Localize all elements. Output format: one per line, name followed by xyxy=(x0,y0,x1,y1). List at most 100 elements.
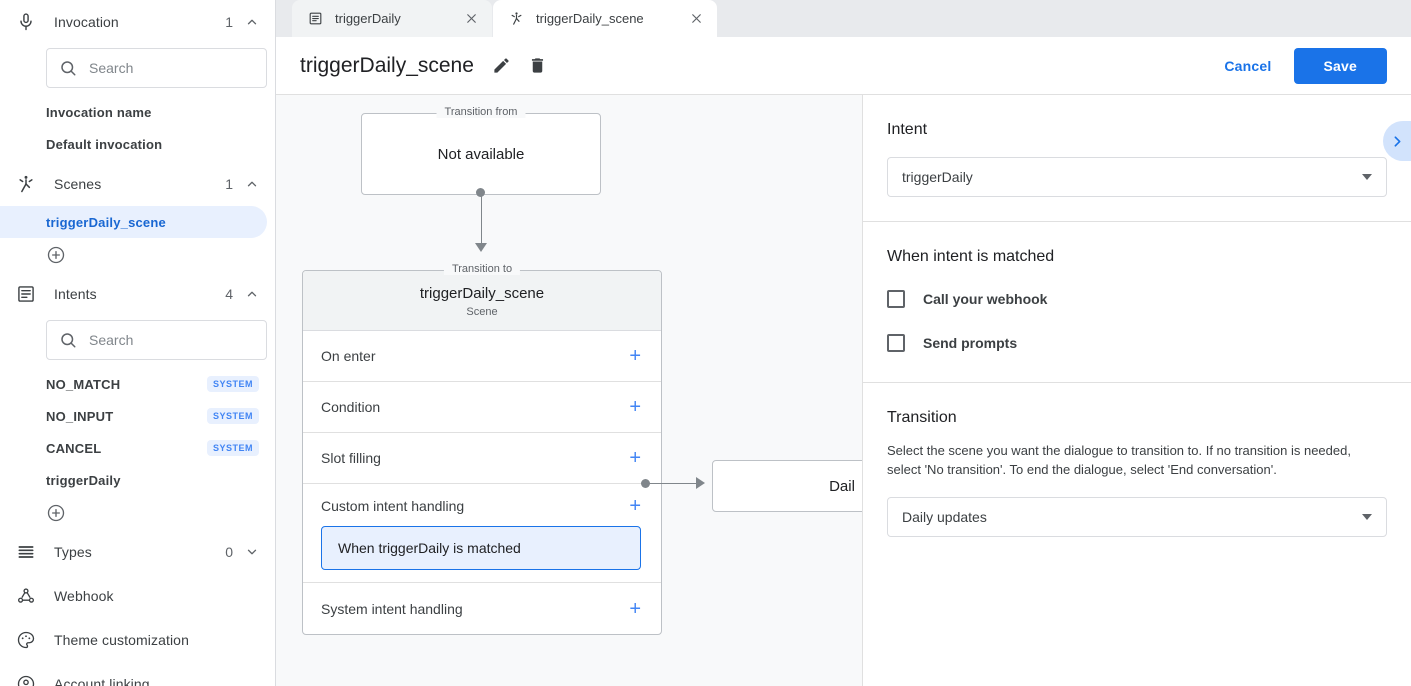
edge-handler-dot xyxy=(641,479,650,488)
intent-select[interactable]: triggerDaily xyxy=(887,157,1387,197)
chevron-right-icon[interactable] xyxy=(1383,121,1411,161)
sidebar-group-label: Types xyxy=(54,544,92,560)
sidebar-item-label: triggerDaily_scene xyxy=(46,214,166,230)
checkbox-call-your-webhook[interactable]: Call your webhook xyxy=(887,284,1387,314)
chevron-down-icon xyxy=(1362,514,1372,520)
search-icon xyxy=(59,331,77,349)
close-icon[interactable] xyxy=(689,11,705,27)
plus-circle-icon xyxy=(46,245,66,265)
intents-search-wrap xyxy=(0,316,275,368)
transition-from-node[interactable]: Transition from Not available xyxy=(361,106,601,195)
invocation-search-box[interactable] xyxy=(46,48,267,88)
transition-select-value: Daily updates xyxy=(902,509,987,525)
checkbox-send-prompts[interactable]: Send prompts xyxy=(887,328,1387,358)
intents-search-box[interactable] xyxy=(46,320,267,360)
scene-icon xyxy=(509,11,525,27)
checkbox-label: Call your webhook xyxy=(923,291,1048,307)
checkbox-box[interactable] xyxy=(887,334,905,352)
sidebar-item-label: NO_MATCH xyxy=(46,376,121,392)
scene-row-custom-intent-handling[interactable]: Custom intent handling + When triggerDai… xyxy=(303,484,661,583)
cancel-button[interactable]: Cancel xyxy=(1210,49,1285,83)
transition-target-value: Dail xyxy=(829,477,855,495)
sidebar-group-label: Invocation xyxy=(54,14,119,30)
intent-handler-chip[interactable]: When triggerDaily is matched xyxy=(321,526,641,570)
scene-row-header: Custom intent handling + xyxy=(321,496,641,516)
sidebar-group-count: 1 xyxy=(225,14,233,30)
panel-section-transition: Transition Select the scene you want the… xyxy=(863,383,1411,561)
intents-icon xyxy=(14,282,38,306)
sidebar-group-intents[interactable]: Intents 4 xyxy=(0,272,275,316)
status-badge: SYSTEM xyxy=(206,440,259,456)
sidebar-item-triggerDaily_scene[interactable]: triggerDaily_scene xyxy=(0,206,267,238)
sidebar-item-no-match[interactable]: NO_MATCH SYSTEM xyxy=(0,368,275,400)
when-matched-heading: When intent is matched xyxy=(887,248,1055,265)
checkbox-label: Send prompts xyxy=(923,335,1018,351)
chevron-down-icon xyxy=(1362,174,1372,180)
transition-to-legend: Transition to xyxy=(443,263,521,275)
tab-triggerDaily[interactable]: triggerDaily xyxy=(292,0,492,37)
sidebar-group-types[interactable]: Types 0 xyxy=(0,530,275,574)
add-slot-filling-button[interactable]: + xyxy=(629,447,641,469)
add-condition-button[interactable]: + xyxy=(629,396,641,418)
tab-label: triggerDaily_scene xyxy=(536,11,644,26)
pencil-icon[interactable] xyxy=(488,52,516,80)
sidebar-item-default-invocation[interactable]: Default invocation xyxy=(0,128,275,160)
sidebar-item-label: Default invocation xyxy=(46,136,163,152)
trash-icon[interactable] xyxy=(524,52,552,80)
sidebar-item-cancel[interactable]: CANCEL SYSTEM xyxy=(0,432,275,464)
add-intent-button[interactable] xyxy=(0,496,275,530)
transition-target-node[interactable]: Tr Dail xyxy=(712,460,862,512)
sidebar-group-label: Scenes xyxy=(54,176,102,192)
scene-canvas[interactable]: Transition from Not available Transition… xyxy=(276,95,862,686)
checkbox-box[interactable] xyxy=(887,290,905,308)
close-icon[interactable] xyxy=(464,11,480,27)
transition-select[interactable]: Daily updates xyxy=(887,497,1387,537)
sidebar-item-no-input[interactable]: NO_INPUT SYSTEM xyxy=(0,400,275,432)
scene-node-subtitle: Scene xyxy=(466,306,498,318)
sidebar-item-account-linking[interactable]: Account linking xyxy=(0,662,275,686)
transition-heading: Transition xyxy=(887,409,957,426)
chevron-up-icon[interactable] xyxy=(245,287,259,301)
chevron-up-icon[interactable] xyxy=(245,15,259,29)
sidebar-group-count: 1 xyxy=(225,176,233,192)
intent-icon xyxy=(308,11,324,27)
sidebar-item-label: Theme customization xyxy=(54,632,189,648)
scene-row-slot-filling[interactable]: Slot filling + xyxy=(303,433,661,484)
edge-source-dot xyxy=(476,188,485,197)
scene-row-system-intent-handling[interactable]: System intent handling + xyxy=(303,583,661,634)
status-badge: SYSTEM xyxy=(206,376,259,392)
sidebar-item-theme-customization[interactable]: Theme customization xyxy=(0,618,275,662)
invocation-search-input[interactable] xyxy=(89,60,254,76)
sidebar-group-count: 4 xyxy=(225,286,233,302)
add-scene-button[interactable] xyxy=(0,238,275,272)
add-system-intent-button[interactable]: + xyxy=(629,597,641,620)
save-button[interactable]: Save xyxy=(1293,47,1387,84)
sidebar-item-invocation-name[interactable]: Invocation name xyxy=(0,96,275,128)
add-custom-intent-button[interactable]: + xyxy=(629,495,641,517)
sidebar: Invocation 1 Invocation name Default inv… xyxy=(0,0,276,686)
edge-vertical-line xyxy=(480,195,482,245)
intent-heading: Intent xyxy=(887,121,928,138)
page-title: triggerDaily_scene xyxy=(300,53,474,77)
chevron-down-icon[interactable] xyxy=(245,545,259,559)
chevron-up-icon[interactable] xyxy=(245,177,259,191)
scene-row-on-enter[interactable]: On enter + xyxy=(303,331,661,382)
sidebar-item-webhook[interactable]: Webhook xyxy=(0,574,275,618)
edge-arrow-head-right xyxy=(696,477,705,489)
intents-search-input[interactable] xyxy=(89,332,254,348)
scene-row-condition[interactable]: Condition + xyxy=(303,382,661,433)
scene-row-label: Custom intent handling xyxy=(321,498,465,514)
transition-from-value: Not available xyxy=(437,145,525,163)
scene-node-header: triggerDaily_scene Scene xyxy=(303,271,661,331)
scene-node-card: Transition to triggerDaily_scene Scene O… xyxy=(302,263,662,635)
sidebar-item-label: Webhook xyxy=(54,588,114,604)
sidebar-group-scenes[interactable]: Scenes 1 xyxy=(0,162,275,206)
sidebar-group-invocation[interactable]: Invocation 1 xyxy=(0,0,275,44)
sidebar-item-triggerDaily[interactable]: triggerDaily xyxy=(0,464,275,496)
add-on-enter-button[interactable]: + xyxy=(629,345,641,367)
tab-triggerDaily_scene[interactable]: triggerDaily_scene xyxy=(493,0,717,37)
invocation-search-wrap xyxy=(0,44,275,96)
sidebar-item-label: Invocation name xyxy=(46,104,152,120)
sidebar-group-label: Intents xyxy=(54,286,97,302)
